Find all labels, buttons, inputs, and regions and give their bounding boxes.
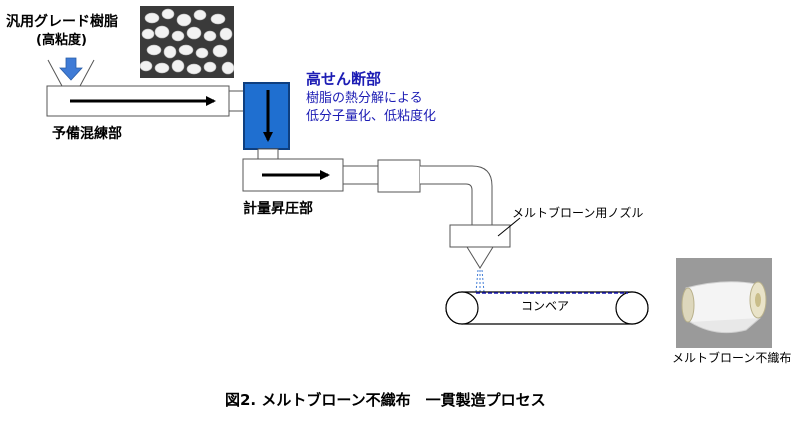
melt-spray [475,269,485,293]
nonwoven-roll-photo [676,258,772,348]
high-shear-desc-1: 樹脂の熱分解による [306,91,423,106]
product-label: メルトブローン不織布 [672,351,792,365]
nozzle-label: メルトブローン用ノズル [512,206,644,220]
connector-premix-shear [228,90,245,112]
conveyor-belt [445,291,649,325]
figure-caption: 図2. メルトブローン不織布 一貫製造プロセス [225,391,546,409]
resin-subtitle: (高粘度) [36,33,87,48]
feed-down-arrow-icon [59,57,83,81]
connector-metering-block [342,165,379,185]
premix-label: 予備混練部 [52,126,122,142]
resin-title: 汎用グレード樹脂 [6,14,118,30]
nozzle-tip [466,246,494,269]
nozzle-leader-line [497,217,521,237]
resin-pellets-photo [140,6,234,78]
connector-shear-metering [257,148,279,160]
nozzle-body [449,224,511,248]
high-shear-label: 高せん断部 [306,70,382,88]
elbow-pipe [420,165,493,226]
conveyor-label: コンベア [521,299,570,313]
gear-pump-block [377,159,421,193]
high-shear-desc-2: 低分子量化、低粘度化 [306,109,437,124]
metering-label: 計量昇圧部 [243,201,313,217]
